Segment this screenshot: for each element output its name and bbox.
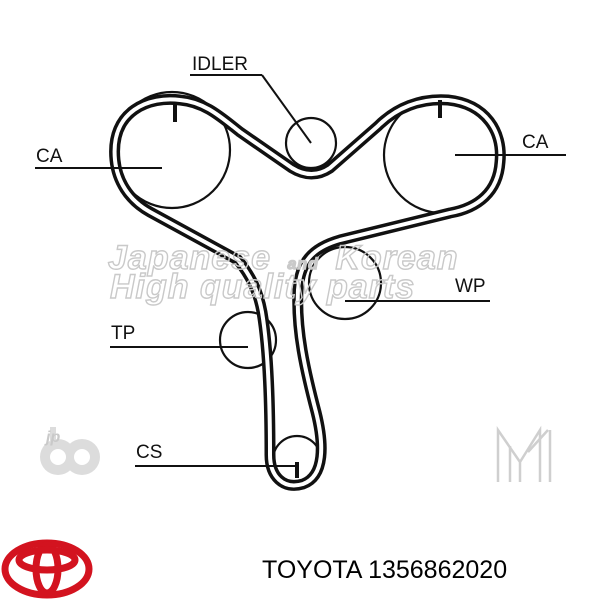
water-pump-pulley xyxy=(307,245,383,321)
watermark-mm-logo xyxy=(496,425,552,482)
label-tp: TP xyxy=(111,323,135,344)
part-number: 1356862020 xyxy=(368,556,508,584)
label-ca-right: CA xyxy=(522,132,549,153)
idler-pulley xyxy=(284,116,338,170)
watermark-word-japanese: Japanese xyxy=(108,239,271,277)
brand-name: TOYOTA xyxy=(262,556,362,584)
watermark-text: Japanese and Korean High quality parts xyxy=(107,238,459,306)
watermark-jp-logo: jp xyxy=(40,427,100,475)
label-cs: CS xyxy=(136,442,162,463)
watermark-word-korean: Korean xyxy=(335,239,458,277)
leader-idler-diag xyxy=(261,74,312,144)
tensioner-pulley xyxy=(218,310,278,370)
watermark-logo-text: jp xyxy=(44,429,60,446)
label-wp: WP xyxy=(455,276,486,297)
timing-belt-inner xyxy=(112,97,503,488)
label-ca-left: CA xyxy=(36,146,63,167)
label-idler: IDLER xyxy=(192,54,248,75)
svg-text:Japanese and Korea: Japanese and Korean xyxy=(108,239,459,277)
toyota-logo xyxy=(1,539,93,599)
part-title: TOYOTA 1356862020 xyxy=(262,556,507,585)
watermark-word-and: and xyxy=(287,256,319,273)
